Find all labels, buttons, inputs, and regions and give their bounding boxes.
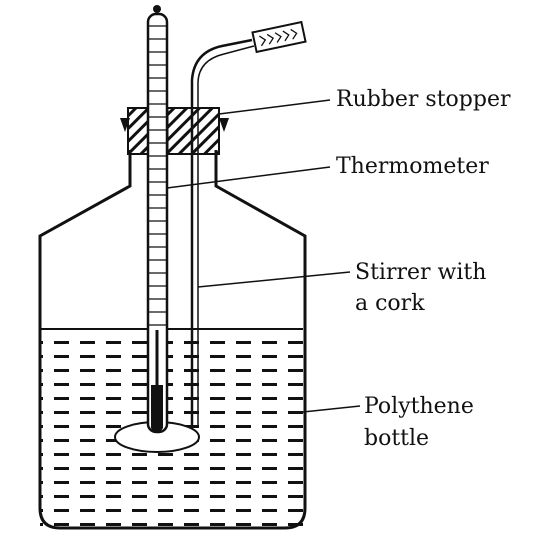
label-rubber-stopper: Rubber stopper [336,87,511,112]
rubber-stopper [120,107,229,155]
thermometer [114,5,200,453]
label-thermometer: Thermometer [336,154,489,179]
label-bottle-line2: bottle [364,426,430,451]
label-stirrer-line2: a cork [355,291,425,316]
label-stirrer-line1: Stirrer with [355,260,487,285]
polythene-bottle [38,150,307,530]
label-bottle-line1: Polythene [364,394,474,419]
stirrer-cork [251,20,307,54]
leader-lines [166,99,361,413]
stirrer [190,20,307,425]
